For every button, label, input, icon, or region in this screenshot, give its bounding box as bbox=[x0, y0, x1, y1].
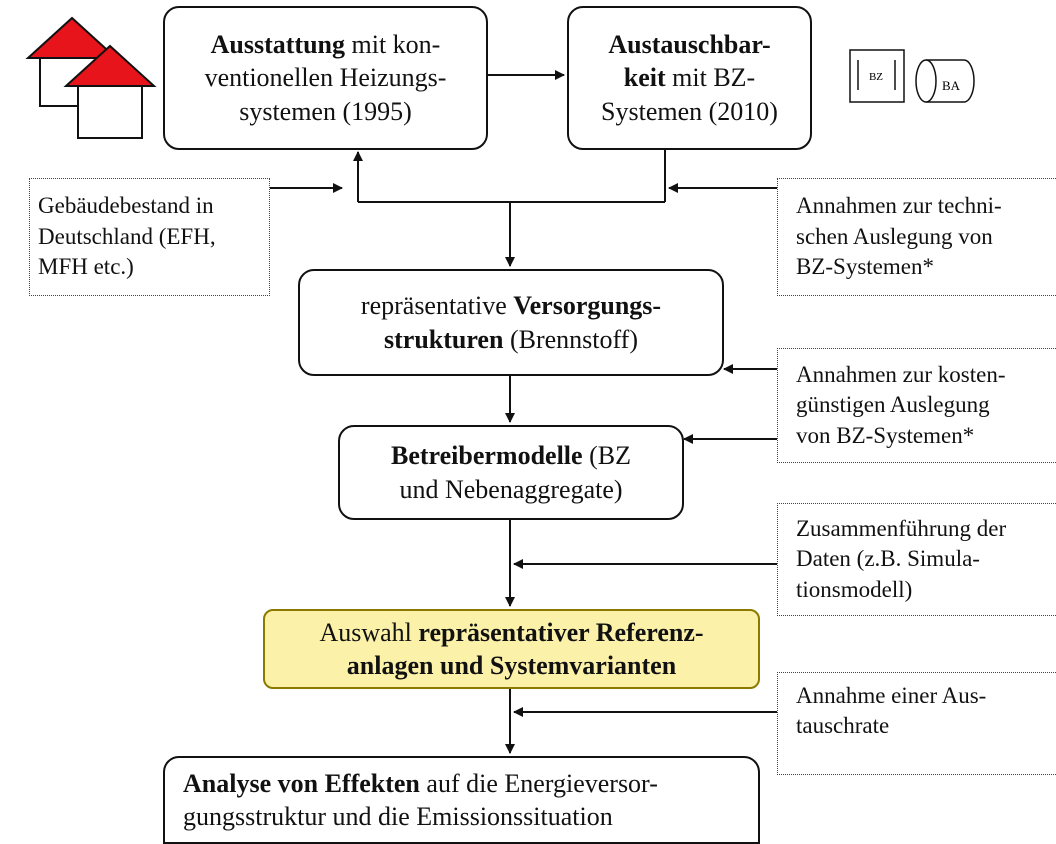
betreiber-line1: (BZ bbox=[582, 441, 631, 471]
analyse-line2: gungsstruktur und die Emissionssituation bbox=[183, 802, 613, 831]
versorgung-bold2: strukturen bbox=[384, 324, 504, 354]
fuel-cell-icon: BZ bbox=[849, 49, 905, 103]
ausstattung-bold: Ausstattung bbox=[210, 30, 346, 60]
versorgung-bold: Versorgungs- bbox=[513, 291, 662, 321]
ausstattung-line3: systemen (1995) bbox=[239, 96, 412, 126]
auswahl-line1: Auswahl bbox=[319, 617, 419, 647]
box-auswahl: Auswahl repräsentativer Referenz- anlage… bbox=[263, 609, 760, 689]
gebaeude-line3: MFH etc.) bbox=[38, 254, 134, 280]
box-betreibermodelle: Betreibermodelle (BZ und Nebenaggregate) bbox=[338, 425, 684, 520]
austauschrate-line2: tauschrate bbox=[796, 713, 890, 739]
gebaeude-line1: Gebäudebestand in bbox=[38, 193, 214, 219]
technisch-line3: BZ-Systemen* bbox=[796, 254, 934, 280]
ausstattung-line1: mit kon- bbox=[345, 30, 441, 60]
auswahl-bold: repräsentativer Referenz- bbox=[418, 617, 704, 647]
note-zusammenfuehrung: Zusammenführung der Daten (z.B. Simula- … bbox=[777, 503, 1056, 616]
ba-icon-label: BA bbox=[942, 78, 961, 93]
betreiber-bold: Betreibermodelle bbox=[391, 441, 583, 471]
betreiber-line2: und Nebenaggregate) bbox=[399, 474, 623, 504]
austausch-line1: Austauschbar- bbox=[608, 30, 771, 60]
austausch-line2: mit BZ- bbox=[665, 63, 756, 93]
zusammen-line1: Zusammenführung der bbox=[796, 515, 1007, 541]
kosten-line3: von BZ-Systemen* bbox=[796, 422, 975, 448]
note-kostenguenstige-auslegung: Annahmen zur kosten- günstigen Auslegung… bbox=[777, 348, 1056, 463]
box-analyse: Analyse von Effekten auf die Energievers… bbox=[163, 756, 760, 844]
zusammen-line3: tionsmodell) bbox=[796, 576, 913, 602]
bz-icon-label: BZ bbox=[869, 71, 883, 83]
ausstattung-line2: ventionellen Heizungs- bbox=[204, 63, 447, 93]
kosten-line1: Annahmen zur kosten- bbox=[796, 361, 1006, 387]
technisch-line1: Annahmen zur techni- bbox=[796, 193, 1002, 219]
houses-icon bbox=[25, 16, 157, 139]
austausch-line3: Systemen (2010) bbox=[601, 96, 778, 126]
technisch-line2: schen Auslegung von bbox=[796, 223, 993, 249]
austausch-bold: keit bbox=[623, 63, 666, 93]
austauschrate-line1: Annahme einer Aus- bbox=[796, 683, 987, 708]
analyse-line1: auf die Energieversor- bbox=[419, 768, 658, 798]
note-gebaeudebestand: Gebäudebestand in Deutschland (EFH, MFH … bbox=[29, 178, 270, 296]
box-austauschbarkeit: Austauschbar- keit mit BZ- Systemen (201… bbox=[567, 6, 812, 150]
versorgung-line1: repräsentative bbox=[360, 291, 514, 321]
tank-icon: BA bbox=[915, 59, 975, 103]
note-technische-auslegung: Annahmen zur techni- schen Auslegung von… bbox=[777, 178, 1056, 296]
box-ausstattung: Ausstattung mit kon- ventionellen Heizun… bbox=[163, 6, 488, 150]
versorgung-line2: (Brennstoff) bbox=[503, 324, 638, 354]
gebaeude-line2: Deutschland (EFH, bbox=[38, 223, 216, 249]
box-versorgungsstrukturen: repräsentative Versorgungs- strukturen (… bbox=[298, 269, 724, 376]
zusammen-line2: Daten (z.B. Simula- bbox=[796, 546, 980, 572]
kosten-line2: günstigen Auslegung bbox=[796, 392, 990, 418]
analyse-bold: Analyse von Effekten bbox=[183, 768, 420, 798]
auswahl-line2: anlagen und Systemvarianten bbox=[346, 651, 677, 680]
note-austauschrate: Annahme einer Aus- tauschrate bbox=[777, 672, 1056, 775]
